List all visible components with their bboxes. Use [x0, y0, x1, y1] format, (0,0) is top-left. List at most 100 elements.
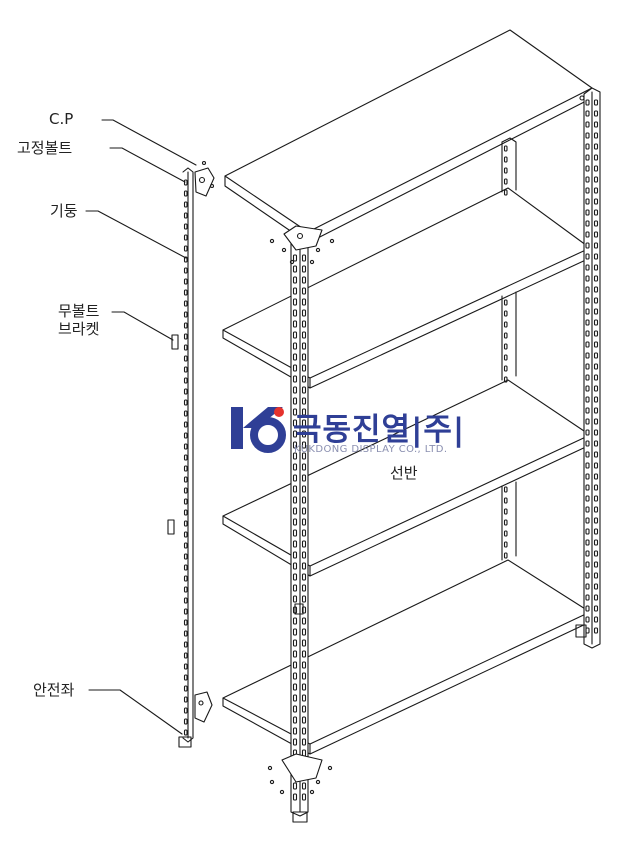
- slot-hole: [585, 242, 590, 249]
- column-slot-holes: [585, 99, 599, 634]
- slot-hole: [292, 474, 298, 482]
- slot-hole: [292, 430, 298, 438]
- slot-hole: [301, 705, 307, 713]
- slot-hole: [183, 641, 188, 648]
- slot-hole: [503, 156, 508, 163]
- slot-hole: [301, 551, 307, 559]
- slot-hole: [503, 167, 508, 174]
- slot-hole: [503, 376, 508, 383]
- slot-hole: [292, 672, 298, 680]
- slot-hole: [183, 377, 188, 384]
- slot-hole: [301, 617, 307, 625]
- slot-hole: [183, 245, 188, 252]
- slot-hole: [292, 573, 298, 581]
- slot-hole: [183, 696, 188, 703]
- slot-hole: [593, 583, 599, 590]
- slot-hole: [593, 154, 599, 161]
- slot-hole: [301, 782, 307, 790]
- slot-hole: [292, 738, 298, 746]
- slot-hole: [593, 374, 599, 381]
- slot-hole: [292, 694, 298, 702]
- slot-hole: [503, 310, 508, 317]
- slot-hole: [183, 454, 188, 461]
- shelf-top: [224, 29, 593, 244]
- slot-hole: [301, 474, 307, 482]
- slot-hole: [183, 476, 188, 483]
- slot-hole: [585, 187, 590, 194]
- slot-hole: [292, 793, 298, 801]
- slot-hole: [183, 729, 188, 736]
- slot-hole: [593, 220, 599, 227]
- slot-hole: [301, 364, 307, 372]
- slot-hole: [593, 363, 599, 370]
- slot-hole: [301, 628, 307, 636]
- column-slot-holes: [292, 254, 307, 801]
- slot-hole: [301, 386, 307, 394]
- slot-hole: [301, 727, 307, 735]
- slot-hole: [593, 572, 599, 579]
- slot-hole: [183, 630, 188, 637]
- slot-hole: [292, 584, 298, 592]
- slot-hole: [585, 176, 590, 183]
- slot-hole: [593, 440, 599, 447]
- slot-hole: [292, 463, 298, 471]
- slot-hole: [292, 562, 298, 570]
- slot-hole: [503, 354, 508, 361]
- slot-hole: [503, 519, 508, 526]
- bottom-plate: [575, 624, 587, 638]
- front-column: [267, 225, 335, 823]
- slot-hole: [292, 375, 298, 383]
- slot-hole: [593, 165, 599, 172]
- slot-hole: [593, 616, 599, 623]
- slot-hole: [585, 572, 590, 579]
- slot-hole: [183, 399, 188, 406]
- slot-hole: [183, 663, 188, 670]
- slot-hole: [292, 727, 298, 735]
- slot-hole: [301, 573, 307, 581]
- slot-hole: [292, 320, 298, 328]
- slot-hole: [593, 451, 599, 458]
- slot-hole: [301, 738, 307, 746]
- slot-hole: [585, 418, 590, 425]
- slot-hole: [585, 352, 590, 359]
- slot-hole: [292, 397, 298, 405]
- kukdong-logo-mark: [231, 407, 286, 453]
- slot-hole: [301, 397, 307, 405]
- slot-hole: [585, 363, 590, 370]
- column-slot-holes: [503, 145, 508, 559]
- slot-hole: [593, 264, 599, 271]
- slot-hole: [585, 297, 590, 304]
- slot-hole: [301, 265, 307, 273]
- slot-hole: [183, 608, 188, 615]
- slot-hole: [593, 99, 599, 106]
- slot-hole: [183, 674, 188, 681]
- bottom-plate: [194, 691, 213, 723]
- slot-hole: [593, 407, 599, 414]
- slot-hole: [585, 264, 590, 271]
- slot-hole: [183, 344, 188, 351]
- slot-hole: [503, 343, 508, 350]
- slot-hole: [301, 441, 307, 449]
- slot-hole: [593, 605, 599, 612]
- slot-hole: [593, 594, 599, 601]
- right-column: [575, 87, 601, 649]
- slot-hole: [585, 154, 590, 161]
- slot-hole: [183, 652, 188, 659]
- slot-hole: [183, 520, 188, 527]
- slot-hole: [292, 419, 298, 427]
- slot-hole: [585, 330, 590, 337]
- slot-hole: [183, 289, 188, 296]
- slot-hole: [301, 661, 307, 669]
- slot-hole: [503, 321, 508, 328]
- slot-hole: [183, 410, 188, 417]
- slot-hole: [183, 421, 188, 428]
- slot-hole: [292, 452, 298, 460]
- slot-hole: [593, 242, 599, 249]
- slot-hole: [585, 275, 590, 282]
- slot-hole: [301, 342, 307, 350]
- slot-hole: [585, 583, 590, 590]
- slot-hole: [585, 143, 590, 150]
- slot-hole: [183, 212, 188, 219]
- slot-hole: [593, 143, 599, 150]
